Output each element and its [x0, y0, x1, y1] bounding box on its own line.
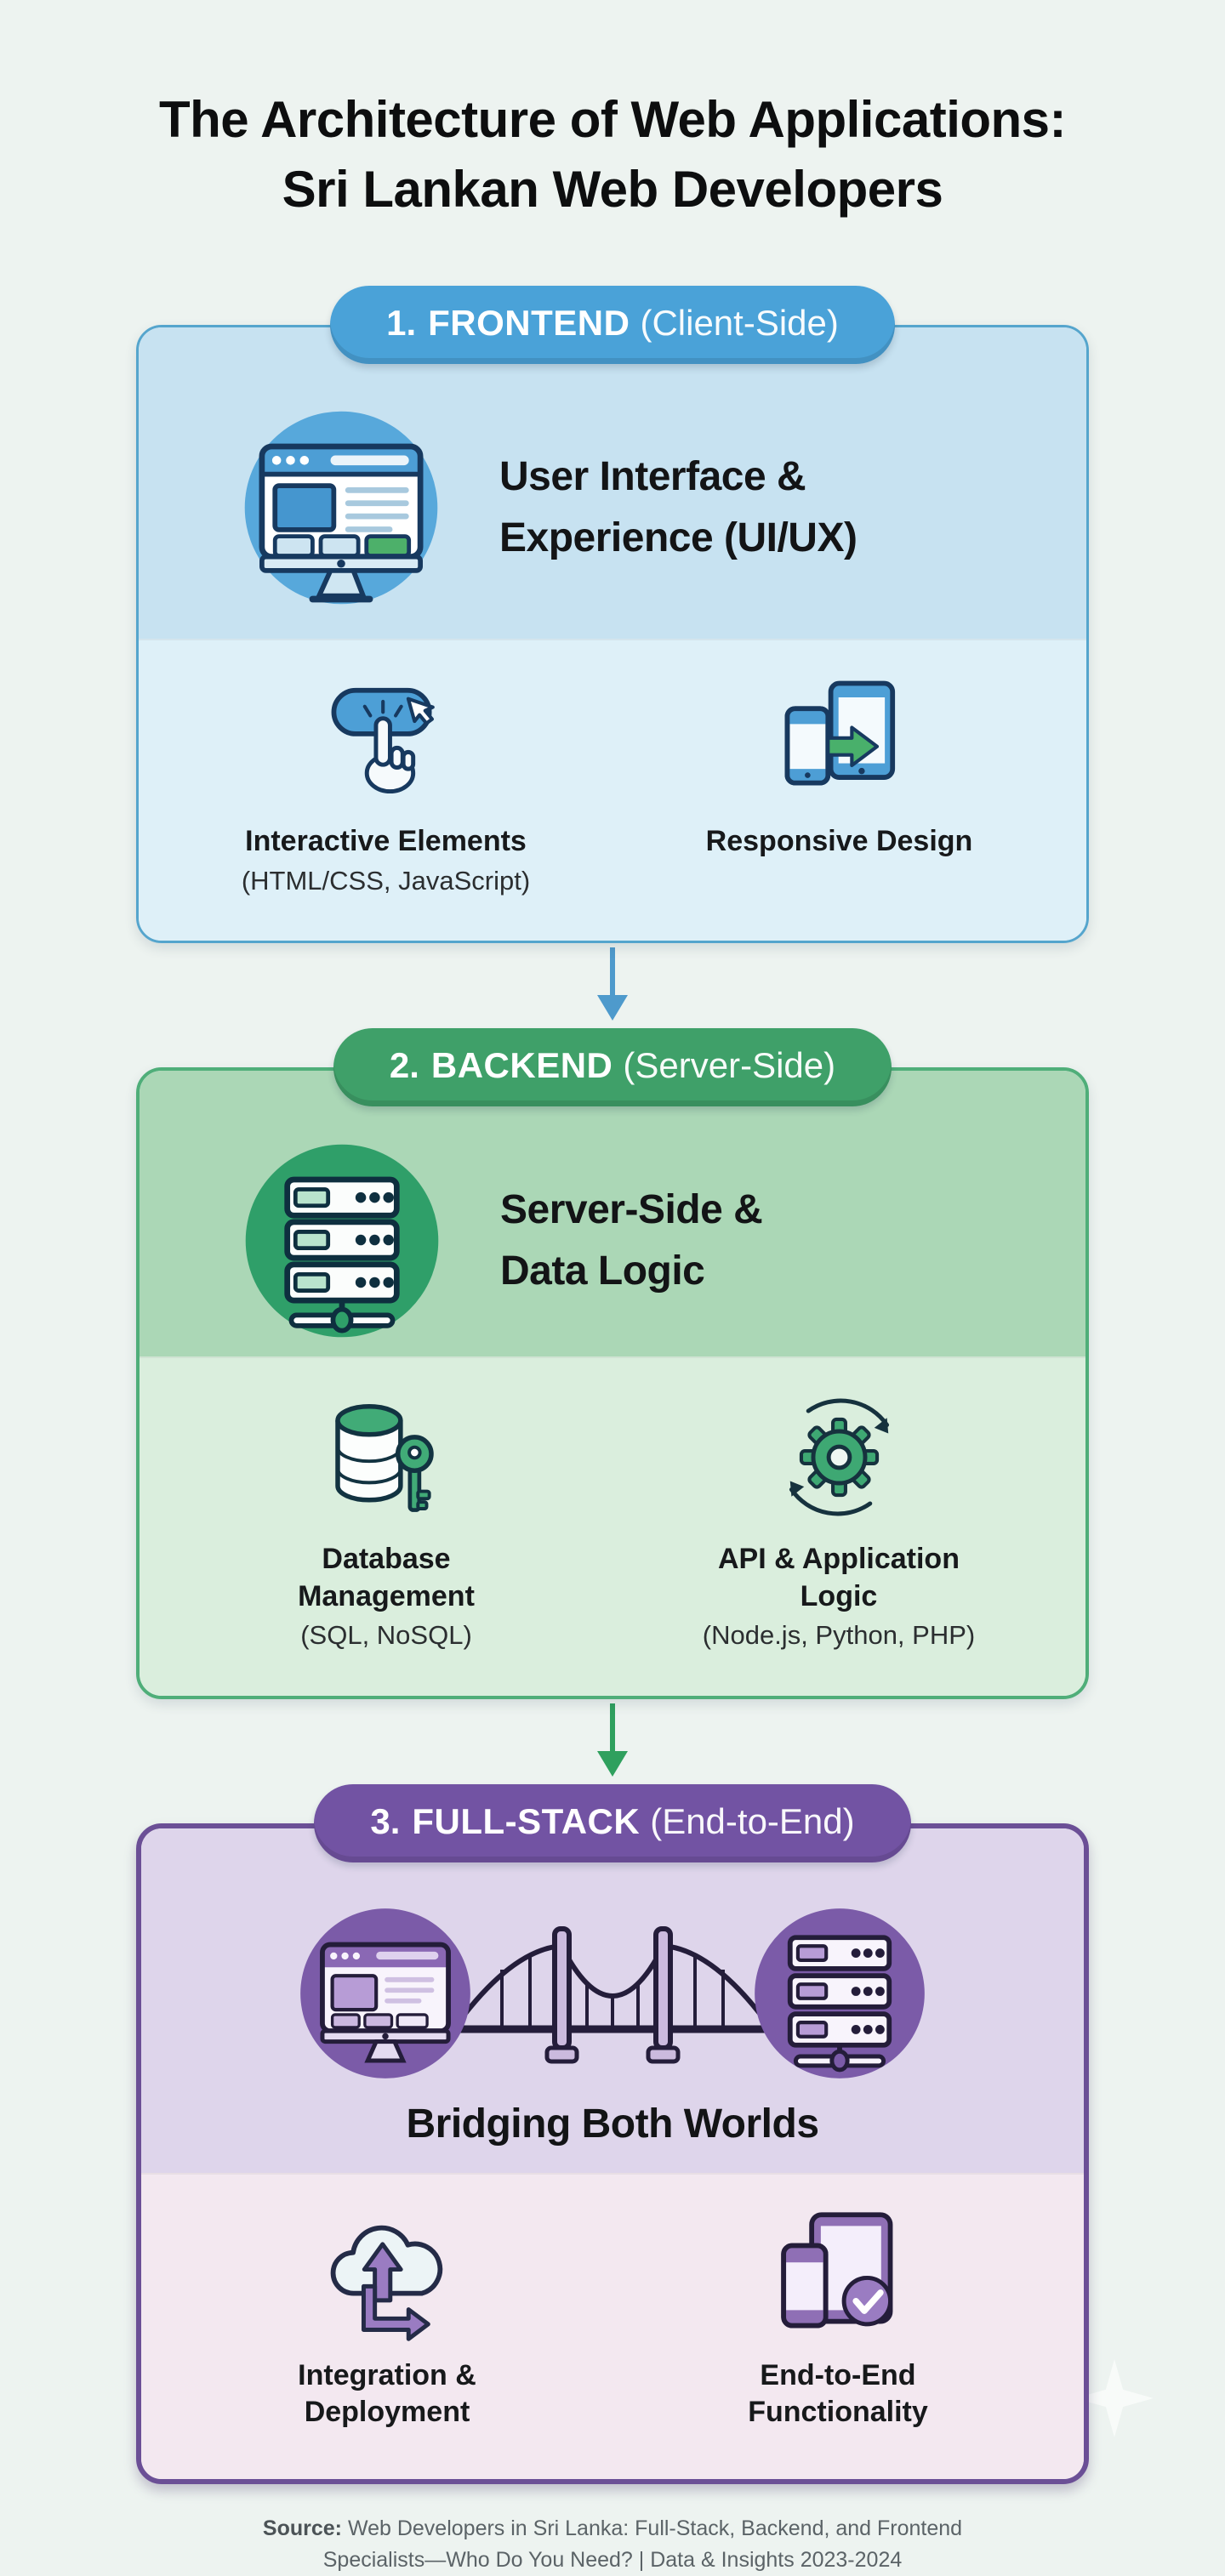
frontend-heading-line1: User Interface & [499, 454, 806, 500]
backend-servers-icon [751, 1905, 928, 2082]
pill-subtitle: (Client-Side) [640, 303, 839, 344]
frontend-browser-icon [297, 1905, 474, 2082]
frontend-hero: User Interface & Experience (UI/UX) [139, 327, 1086, 640]
database-key-icon [160, 1387, 612, 1527]
feature-sub: (SQL, NoSQL) [300, 1620, 472, 1651]
source-note: Source: Web Developers in Sri Lanka: Ful… [0, 2513, 1225, 2576]
frontend-to-backend-arrow [136, 943, 1089, 1028]
pill-subtitle: (Server-Side) [623, 1045, 836, 1086]
down-arrow-icon [597, 1703, 628, 1777]
backend-heading: Server-Side & Data Logic [500, 1180, 763, 1302]
frontend-features: Interactive Elements (HTML/CSS, JavaScri… [139, 639, 1086, 941]
page-title-line1: The Architecture of Web Applications: [158, 91, 1067, 148]
browser-monitor-icon [239, 406, 443, 610]
feature-label: Interactive Elements [245, 825, 527, 858]
down-arrow-icon [597, 947, 628, 1021]
backend-hero: Server-Side & Data Logic [140, 1071, 1085, 1357]
feature-integration-deployment: Integration & Deployment [162, 2204, 612, 2431]
feature-responsive-design: Responsive Design [612, 669, 1066, 898]
section-frontend: 1. FRONTEND(Client-Side) [136, 286, 1089, 944]
fullstack-features: Integration & Deployment [141, 2172, 1084, 2479]
feature-sub: (HTML/CSS, JavaScript) [241, 865, 531, 896]
pill-number: 2. [389, 1045, 419, 1086]
frontend-heading-line2: Experience (UI/UX) [499, 515, 858, 561]
backend-heading-line1: Server-Side & [500, 1187, 763, 1233]
fullstack-hero: Bridging Both Worlds [141, 1828, 1084, 2173]
fullstack-heading: Bridging Both Worlds [406, 2101, 819, 2147]
flow-diagram: 1. FRONTEND(Client-Side) [136, 286, 1089, 2484]
responsive-devices-icon [612, 669, 1066, 810]
pill-title: FRONTEND [428, 303, 630, 344]
feature-interactive-elements: Interactive Elements (HTML/CSS, JavaScri… [159, 669, 612, 898]
feature-end-to-end: End-to-End Functionality [612, 2204, 1063, 2431]
frontend-card: User Interface & Experience (UI/UX) [136, 325, 1089, 944]
pill-subtitle: (End-to-End) [650, 1800, 855, 1841]
backend-features: Database Management (SQL, NoSQL) [140, 1356, 1085, 1696]
frontend-pill: 1. FRONTEND(Client-Side) [330, 286, 895, 365]
section-backend: 2. BACKEND(Server-Side) [136, 1028, 1089, 1699]
backend-pill: 2. BACKEND(Server-Side) [333, 1028, 892, 1107]
fullstack-card: Bridging Both Worlds Integration & Deplo… [136, 1823, 1089, 2484]
bridge-icon [430, 1925, 795, 2064]
source-line1: Web Developers in Sri Lanka: Full-Stack,… [342, 2516, 963, 2540]
section-fullstack: 3. FULL-STACK(End-to-End) [136, 1783, 1089, 2484]
source-label: Source: [262, 2516, 342, 2540]
feature-label: API & Application Logic [718, 1543, 960, 1612]
pill-title: BACKEND [430, 1045, 613, 1086]
feature-sub [612, 864, 1066, 898]
feature-sub: (Node.js, Python, PHP) [702, 1620, 976, 1651]
fullstack-pill: 3. FULL-STACK(End-to-End) [314, 1783, 911, 1862]
source-line2: Specialists—Who Do You Need? | Data & In… [322, 2547, 903, 2572]
feature-label: Integration & Deployment [298, 2358, 476, 2429]
devices-check-icon [612, 2204, 1063, 2344]
pill-number: 1. [386, 303, 417, 344]
pill-title: FULL-STACK [412, 1800, 641, 1841]
server-stack-icon [240, 1139, 444, 1343]
backend-heading-line2: Data Logic [500, 1248, 705, 1294]
pill-number: 3. [370, 1800, 401, 1841]
feature-label: End-to-End Functionality [748, 2358, 928, 2429]
frontend-heading: User Interface & Experience (UI/UX) [499, 446, 858, 569]
page-title: The Architecture of Web Applications: Sr… [0, 0, 1225, 225]
feature-database-management: Database Management (SQL, NoSQL) [160, 1387, 612, 1652]
feature-api-logic: API & Application Logic (Node.js, Python… [612, 1387, 1065, 1652]
feature-label: Responsive Design [705, 825, 973, 858]
backend-to-fullstack-arrow [136, 1699, 1089, 1784]
page-title-line2: Sri Lankan Web Developers [282, 161, 943, 219]
click-button-icon [159, 669, 612, 810]
feature-label: Database Management [298, 1543, 475, 1612]
backend-card: Server-Side & Data Logic [136, 1067, 1089, 1699]
bridge-row [175, 1903, 1050, 2084]
api-gear-sync-icon [612, 1387, 1065, 1527]
cloud-deploy-icon [162, 2204, 612, 2344]
